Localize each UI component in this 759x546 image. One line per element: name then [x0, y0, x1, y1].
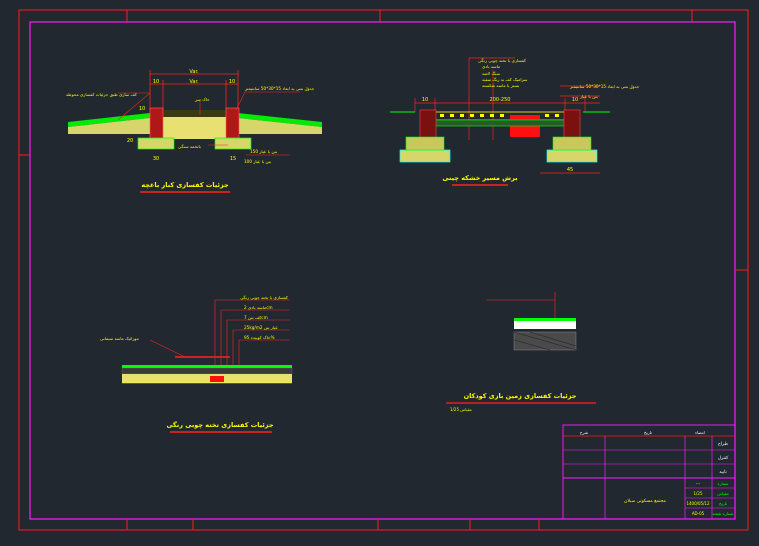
detail-paving[interactable]: کفسازی با تخته چوبی رنگی ماسه بادی 2cm ک… [100, 295, 293, 433]
playground-layers [513, 318, 577, 351]
detail-channel[interactable]: 10 200-250 10 20 45 کفسازی [390, 57, 640, 186]
curb-title: جزئیات کفسازی کنار باغچه [141, 181, 229, 189]
tb-info-value-1: --- [696, 481, 701, 486]
curb-leader-6: باتخمه سنگی [178, 144, 201, 149]
channel-leader-2: ماسه بادی [482, 64, 500, 69]
channel-leader-6: جدول بتنی به ابعاد 15*30*50 سانتیمتر [569, 84, 640, 89]
curb-blocks [137, 107, 252, 150]
paving-leader-3: کف بتن 7cm [244, 315, 268, 320]
curb-leader-4: بتن با عیار 150 [250, 149, 277, 154]
tb-info-label-2: مقیاس [717, 491, 728, 496]
curb-leader-5: بتن با عیار 100 [244, 159, 271, 164]
curb-ground [68, 110, 322, 139]
detail-playground[interactable]: جزئیات کفسازی زمین بازی کودکان مقیاس 1/2… [446, 292, 596, 412]
tb-header-3: امضاء [695, 430, 705, 435]
channel-leader-5: بستر با ماسه شکسته [482, 83, 519, 88]
tb-info-label-4: شماره نقشه [712, 511, 734, 516]
paving-leader-2: ماسه بادی 2cm [244, 305, 273, 310]
paving-leader-5: خاک کوبیده 95% [244, 335, 275, 340]
channel-dim-1: 10 [422, 97, 428, 103]
sheet-frame [18, 9, 749, 531]
detail-curb[interactable]: 10 Var. 10 Var. 10 20 30 10 15 [66, 69, 322, 193]
curb-leader-3: جدول بتنی به ابعاد 15*30*50 سانتیمتر [244, 86, 315, 91]
channel-leader-1: کفسازی با تخته چوبی رنگی [478, 58, 526, 63]
tb-header-1: شرح [580, 430, 589, 435]
channel-title: برش مسیر خشکه چینی [442, 174, 517, 182]
tb-info-value-3: 1400/05/12 [686, 501, 710, 506]
channel-dim-2: 200-250 [490, 97, 511, 103]
channel-leader-4: سرامیک کف به رنگ سفید [482, 77, 528, 82]
playground-title: جزئیات کفسازی زمین بازی کودکان [464, 392, 577, 400]
channel-leader-7: بتن با عیار [579, 94, 598, 99]
curb-dim-2: Var. [189, 69, 199, 75]
paving-leader-1: کفسازی با تخته چوبی رنگی [240, 295, 288, 300]
channel-dim-3: 10 [572, 97, 578, 103]
playground-scale: مقیاس 1/25 [450, 407, 472, 412]
channel-dim-5: 45 [567, 167, 573, 173]
tb-info-label-3: تاریخ [719, 501, 727, 506]
curb-dim-4: Var. [189, 79, 199, 85]
curb-dim-5: 10 [139, 106, 145, 112]
tb-role-2: کنترل [718, 455, 729, 461]
tb-project-name: مجتمع مسکونی سبلان [624, 498, 666, 504]
curb-dim-7: 30 [153, 156, 159, 162]
channel-deck [390, 109, 610, 163]
paving-layers [121, 356, 293, 384]
tb-header-2: تاریخ [644, 430, 652, 435]
curb-leader-1: کف سازی طبق جزئیات کفسازی محوطه [66, 92, 137, 97]
tb-info-label-1: شماره [718, 481, 730, 486]
curb-leader-2: خاک سر [194, 97, 210, 102]
curb-dim-6: 20 [127, 138, 133, 144]
paving-title: جزئیات کفسازی تخته چوبی رنگی [166, 421, 273, 429]
curb-dim-9: 15 [230, 156, 236, 162]
curb-dim-3: 10 [229, 79, 235, 85]
title-block[interactable]: شرح تاریخ امضاء طراح کنترل تایید شماره م… [562, 424, 736, 520]
curb-dim-1: 10 [153, 79, 159, 85]
tb-role-1: طراح [718, 442, 729, 447]
tb-info-value-2: 1/25 [694, 491, 703, 496]
paving-leader-4: 25kg/m2 عیار بتن [244, 325, 278, 330]
paving-side-note: موزائیک ماسه سیمانی [100, 336, 139, 341]
tb-info-value-4: AD-05 [692, 511, 705, 516]
tb-role-3: تایید [719, 470, 727, 475]
channel-leader-3: سنگ لاشه [482, 71, 500, 76]
